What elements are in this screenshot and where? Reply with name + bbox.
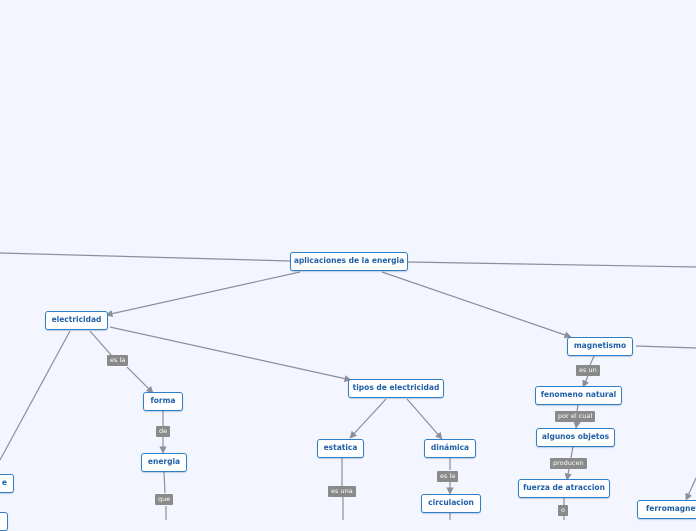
node-magnetismo[interactable]: magnetismo xyxy=(567,337,633,356)
node-algunos-objetos[interactable]: algunos objetos xyxy=(536,428,615,447)
link-label-que: que xyxy=(155,494,174,505)
node-forma[interactable]: forma xyxy=(143,392,183,411)
link-label-producen: producen xyxy=(550,458,587,469)
node-electricidad[interactable]: electricidad xyxy=(45,311,108,330)
link-label-es-la-2: es la xyxy=(437,471,459,482)
node-energia[interactable]: energia xyxy=(141,453,187,472)
node-ferromagnetismo[interactable]: ferromagnetismo xyxy=(637,500,696,519)
node-fuerza-atraccion[interactable]: fuerza de atraccion xyxy=(518,479,610,498)
node-root-aplicaciones[interactable]: aplicaciones de la energia xyxy=(290,252,408,271)
connector-electricidad-left xyxy=(0,330,71,461)
connector-ferro-up xyxy=(685,477,696,501)
connector-electricidad-tipos xyxy=(109,326,352,383)
connector-electricidad-eslabel xyxy=(89,330,113,357)
node-fenomeno-natural[interactable]: fenomeno natural xyxy=(535,386,622,405)
connector-producen-fuerza xyxy=(564,468,572,481)
connector-tipos-dinamica xyxy=(406,398,443,440)
connector-magnetismo-esun xyxy=(589,355,595,366)
link-label-por-el-cual: por el cual xyxy=(555,411,596,422)
connector-root-magnetismo xyxy=(381,271,572,339)
node-left-partial[interactable]: e xyxy=(0,474,14,493)
node-left-partial-bottom[interactable] xyxy=(0,512,8,531)
link-label-o: o xyxy=(558,505,568,516)
node-estatica[interactable]: estatica xyxy=(317,439,364,458)
connector-root-electricidad xyxy=(105,271,301,318)
connector-root-right xyxy=(407,261,696,268)
connector-magnetismo-right xyxy=(635,345,696,349)
connector-root-left xyxy=(0,252,291,262)
link-label-es-una: es una xyxy=(328,486,356,497)
connector-esun-fenomeno xyxy=(582,375,589,388)
link-label-es-un: es un xyxy=(576,365,600,376)
connector-tipos-estatica xyxy=(349,398,387,439)
connector-porelcual-objetos xyxy=(573,421,581,429)
connector-energia-que xyxy=(163,471,166,494)
node-dinamica[interactable]: dinámica xyxy=(424,439,476,458)
link-label-es-la: es la xyxy=(107,355,129,366)
connector-fenomeno-porelcual xyxy=(576,404,579,412)
link-label-de: de xyxy=(156,426,171,437)
node-tipos-electricidad[interactable]: tipos de electricidad xyxy=(348,379,444,398)
connector-eslabel-forma xyxy=(126,366,154,394)
node-circulacion[interactable]: circulacion xyxy=(421,494,481,513)
connector-layer xyxy=(0,252,696,520)
connector-objetos-producen xyxy=(570,445,574,459)
